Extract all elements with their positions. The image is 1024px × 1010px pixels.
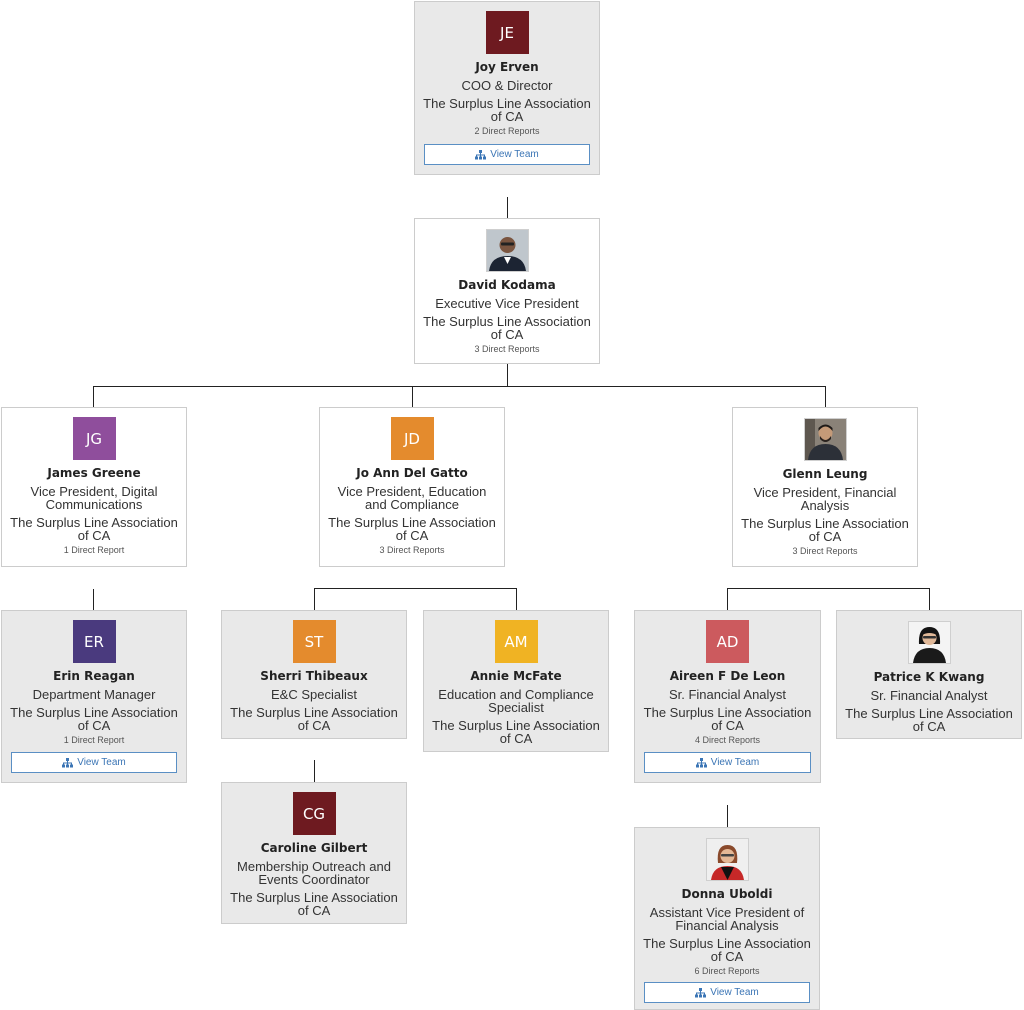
org-card-patrice-kwang[interactable]: Patrice K Kwang Sr. Financial Analyst Th… (836, 610, 1022, 739)
direct-reports-count: 4 Direct Reports (694, 735, 761, 745)
direct-reports-count: 2 Direct Reports (474, 126, 540, 136)
person-title: COO & Director (461, 78, 553, 93)
avatar: JD (390, 417, 434, 460)
view-team-label: View Team (490, 149, 539, 160)
person-title: Department Manager (32, 687, 156, 702)
person-photo (803, 418, 847, 461)
person-name: Glenn Leung (782, 467, 868, 481)
org-card-caroline-gilbert[interactable]: CG Caroline Gilbert Membership Outreach … (221, 782, 407, 924)
connector-line (93, 386, 825, 387)
person-name: Erin Reagan (53, 669, 135, 683)
connector-line (507, 364, 508, 386)
connector-line (314, 588, 516, 589)
person-organization: The Surplus Line Association of CA (423, 96, 591, 124)
connector-line (727, 588, 929, 589)
avatar: AD (706, 620, 749, 663)
person-name: James Greene (47, 466, 141, 480)
connector-line (93, 386, 94, 407)
person-name: Patrice K Kwang (873, 670, 985, 684)
org-card-erin-reagan[interactable]: ER Erin Reagan Department Manager The Su… (1, 610, 187, 783)
person-title: Membership Outreach and Events Coordinat… (237, 859, 391, 887)
connector-line (314, 760, 315, 782)
org-card-annie-mcfate[interactable]: AM Annie McFate Education and Compliance… (423, 610, 609, 752)
person-organization: The Surplus Line Association of CA (10, 705, 178, 733)
person-title: Vice President, Education and Compliance (337, 484, 487, 512)
person-name: Jo Ann Del Gatto (356, 466, 468, 480)
org-card-donna-uboldi[interactable]: Donna Uboldi Assistant Vice President of… (634, 827, 820, 1010)
connector-line (825, 386, 826, 407)
org-chart-icon (475, 149, 487, 159)
avatar: CG (292, 792, 336, 835)
person-title: E&C Specialist (271, 687, 357, 702)
connector-line (93, 589, 94, 610)
person-name: Joy Erven (475, 60, 539, 74)
connector-line (727, 588, 728, 610)
person-organization: The Surplus Line Association of CA (741, 516, 909, 544)
avatar: ER (72, 620, 116, 663)
connector-line (727, 805, 728, 827)
person-name: Sherri Thibeaux (260, 669, 368, 683)
person-organization: The Surplus Line Association of CA (432, 718, 600, 746)
connector-line (929, 588, 930, 610)
org-card-jo-ann-del-gatto[interactable]: JD Jo Ann Del Gatto Vice President, Educ… (319, 407, 505, 567)
view-team-label: View Team (710, 757, 760, 768)
person-name: Annie McFate (470, 669, 562, 683)
org-chart-icon (695, 757, 707, 767)
person-organization: The Surplus Line Association of CA (845, 706, 1013, 734)
view-team-label: View Team (77, 757, 126, 768)
person-name: David Kodama (458, 278, 556, 292)
person-organization: The Surplus Line Association of CA (230, 890, 398, 918)
person-photo (705, 838, 749, 881)
direct-reports-count: 6 Direct Reports (694, 966, 760, 976)
direct-reports-count: 1 Direct Report (63, 735, 125, 745)
person-organization: The Surplus Line Association of CA (230, 705, 398, 733)
view-team-button[interactable]: View Team (424, 144, 590, 165)
person-photo (485, 229, 529, 272)
avatar: JE (485, 11, 529, 54)
person-name: Donna Uboldi (681, 887, 773, 901)
person-title: Executive Vice President (435, 296, 579, 311)
connector-line (412, 386, 413, 407)
person-organization: The Surplus Line Association of CA (423, 314, 591, 342)
connector-line (314, 588, 315, 610)
avatar: JG (72, 417, 116, 460)
org-card-glenn-leung[interactable]: Glenn Leung Vice President, Financial An… (732, 407, 918, 567)
person-name: Caroline Gilbert (260, 841, 368, 855)
direct-reports-count: 3 Direct Reports (474, 344, 540, 354)
person-organization: The Surplus Line Association of CA (10, 515, 178, 543)
connector-line (516, 588, 517, 610)
direct-reports-count: 1 Direct Report (63, 545, 125, 555)
connector-line (507, 197, 508, 218)
person-organization: The Surplus Line Association of CA (643, 705, 812, 733)
view-team-button[interactable]: View Team (11, 752, 177, 773)
person-title: Vice President, Digital Communications (30, 484, 158, 512)
person-title: Education and Compliance Specialist (438, 687, 594, 715)
org-chart-icon (695, 987, 707, 997)
person-photo (907, 621, 951, 664)
direct-reports-count: 3 Direct Reports (792, 546, 858, 556)
view-team-button[interactable]: View Team (644, 752, 811, 773)
person-name: Aireen F De Leon (669, 669, 786, 683)
org-chart-icon (62, 757, 74, 767)
org-card-joy-erven[interactable]: JE Joy Erven COO & Director The Surplus … (414, 1, 600, 175)
person-organization: The Surplus Line Association of CA (643, 936, 811, 964)
person-title: Sr. Financial Analyst (668, 687, 787, 702)
person-organization: The Surplus Line Association of CA (328, 515, 496, 543)
direct-reports-count: 3 Direct Reports (379, 545, 445, 555)
person-title: Assistant Vice President of Financial An… (649, 905, 805, 933)
view-team-button[interactable]: View Team (644, 982, 810, 1003)
view-team-label: View Team (710, 987, 759, 998)
avatar: ST (292, 620, 336, 663)
org-card-aireen-de-leon[interactable]: AD Aireen F De Leon Sr. Financial Analys… (634, 610, 821, 783)
person-title: Sr. Financial Analyst (870, 688, 988, 703)
org-card-james-greene[interactable]: JG James Greene Vice President, Digital … (1, 407, 187, 567)
org-card-sherri-thibeaux[interactable]: ST Sherri Thibeaux E&C Specialist The Su… (221, 610, 407, 739)
avatar: AM (494, 620, 538, 663)
person-title: Vice President, Financial Analysis (753, 485, 897, 513)
org-card-david-kodama[interactable]: David Kodama Executive Vice President Th… (414, 218, 600, 364)
